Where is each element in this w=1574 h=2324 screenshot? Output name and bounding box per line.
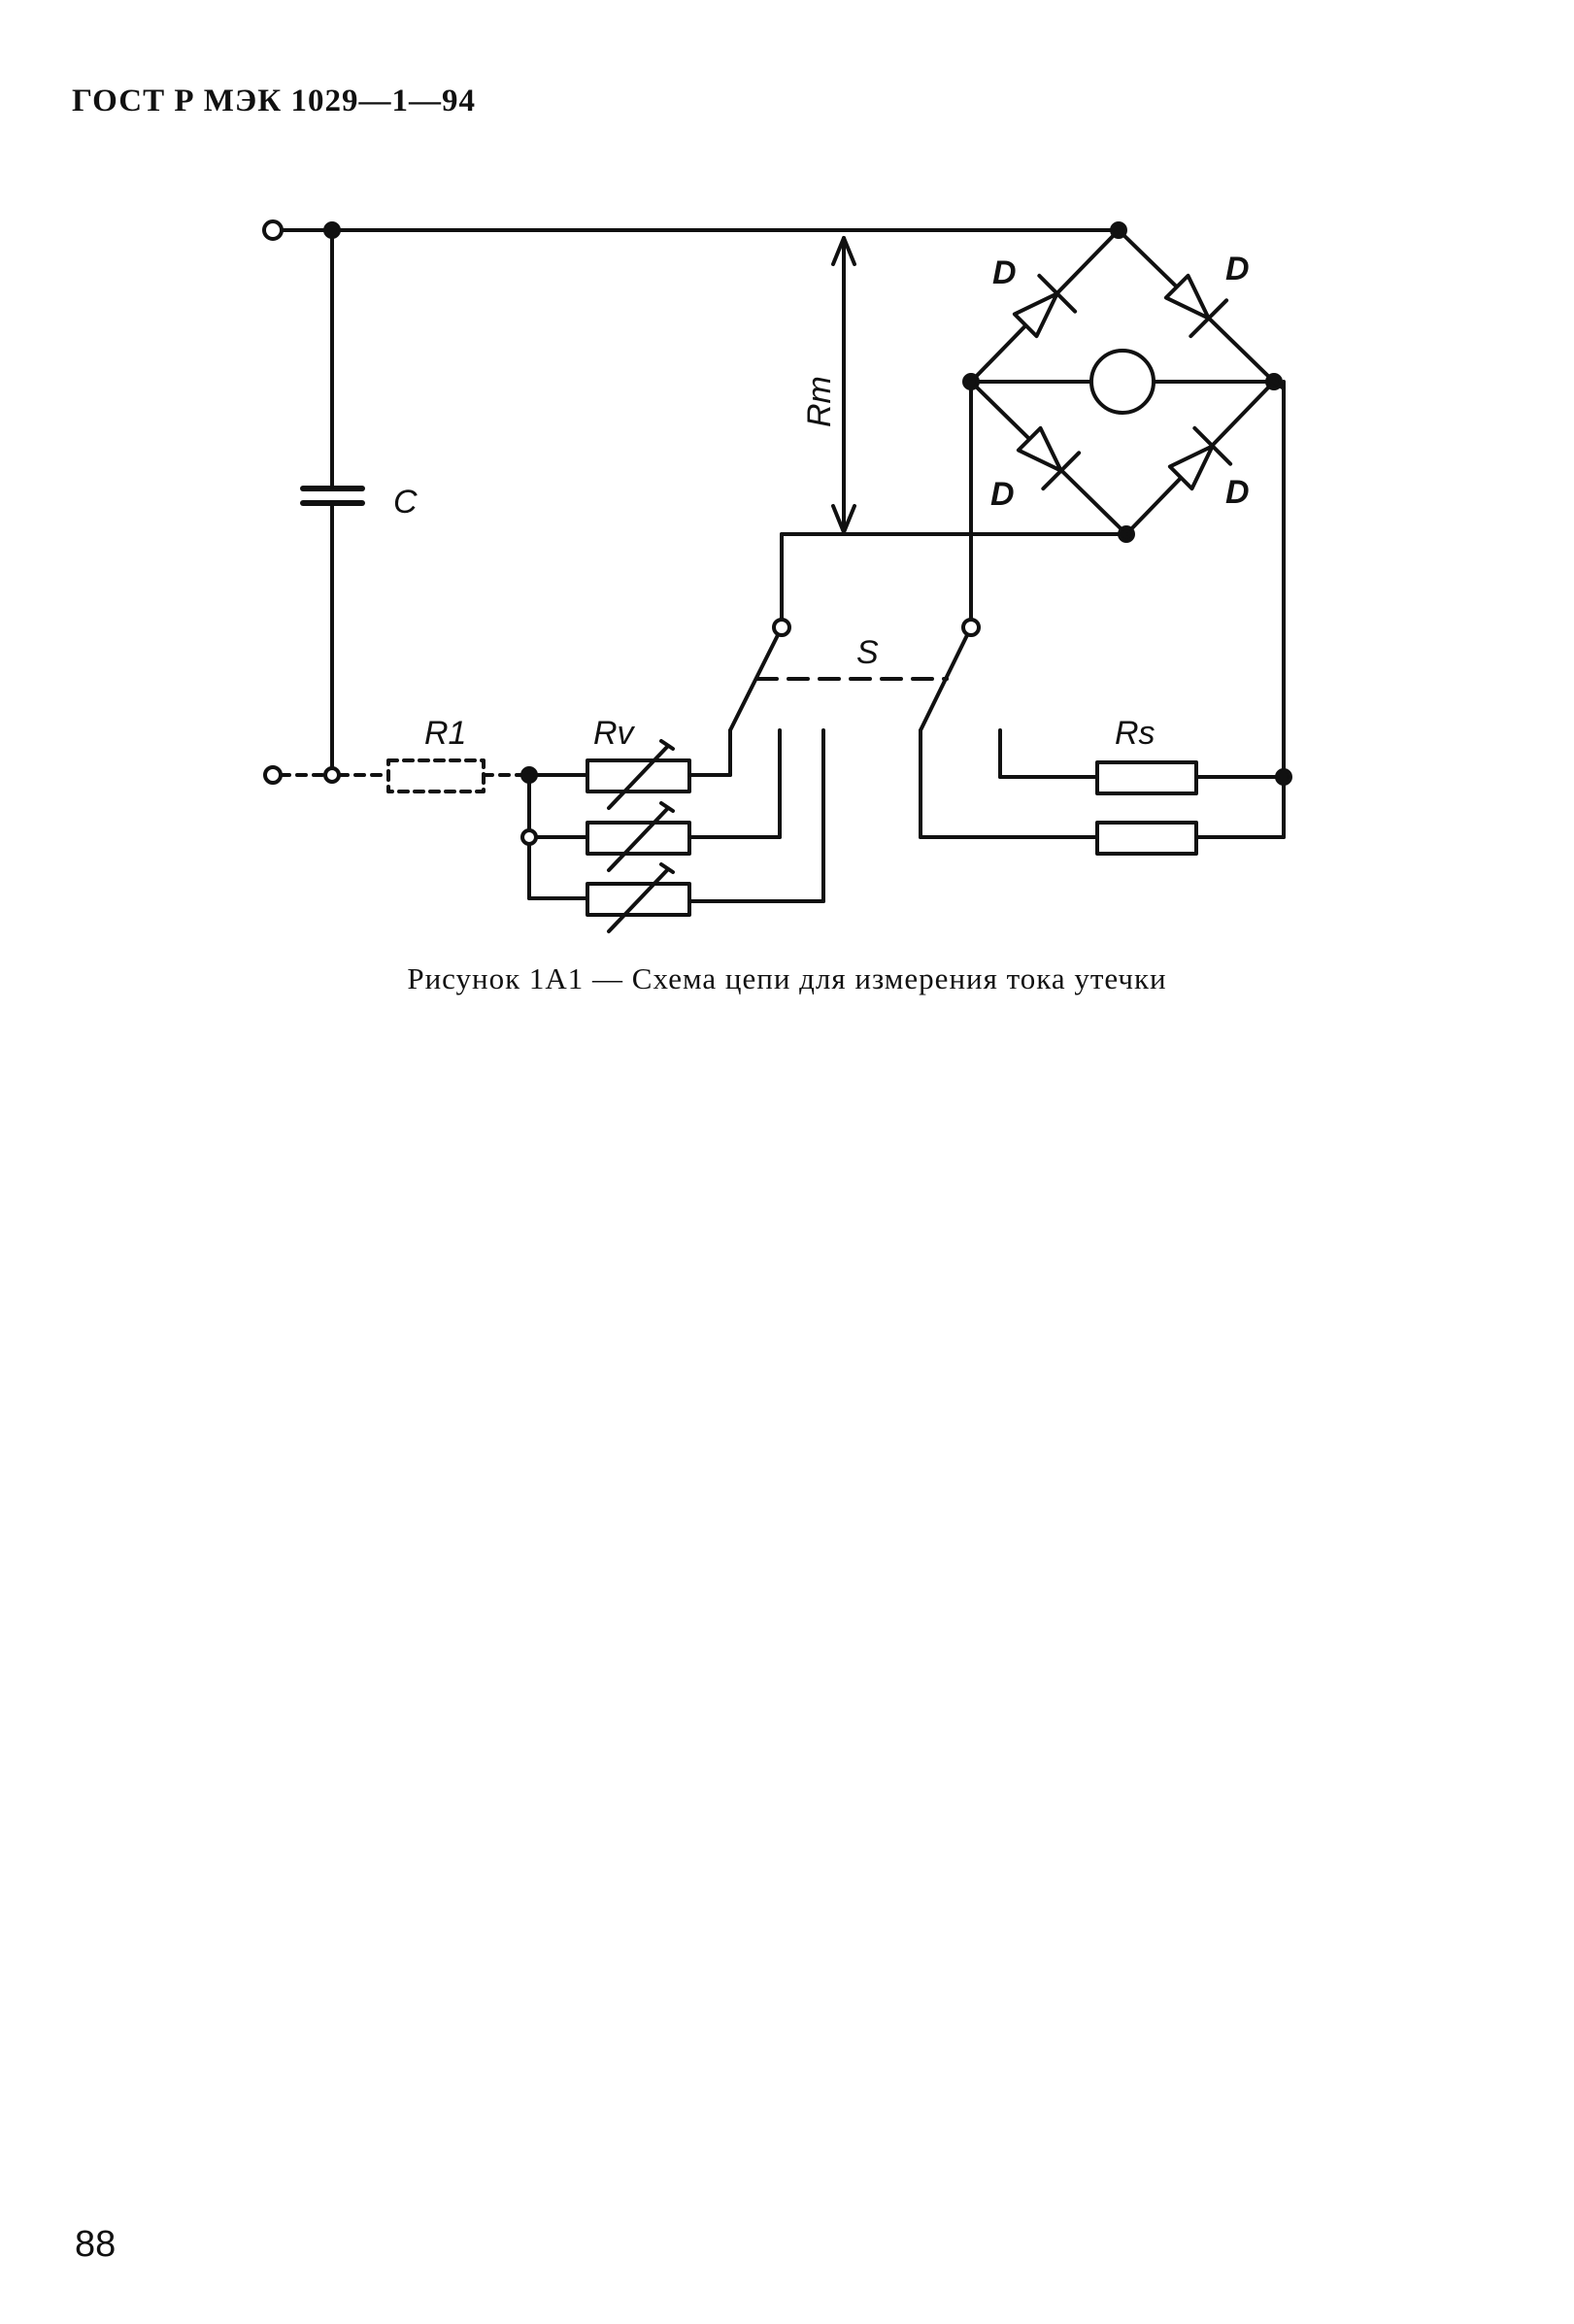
leakage-current-circuit-diagram: C Rm D D D D	[262, 219, 1292, 933]
switch-left-feed	[772, 532, 1128, 637]
page-number: 88	[75, 2224, 117, 2265]
label-r1: R1	[424, 715, 466, 752]
label-d-bottom-left: D	[990, 476, 1015, 513]
document-header: ГОСТ Р МЭК 1029—1—94	[72, 84, 476, 118]
diode-bottom-left	[1016, 425, 1082, 491]
label-d-bottom-right: D	[1225, 474, 1250, 511]
label-s: S	[856, 634, 879, 671]
top-wire	[262, 219, 1127, 241]
rs-resistors	[919, 380, 1292, 856]
switch-s-left-contacts	[728, 728, 825, 903]
label-rs: Rs	[1115, 715, 1155, 752]
diode-top-right	[1163, 273, 1229, 339]
switch-s	[728, 633, 969, 732]
label-c: C	[393, 484, 418, 521]
meter-symbol	[1089, 349, 1155, 415]
diode-top-left	[1012, 273, 1078, 339]
figure-caption: Рисунок 1А1 — Схема цепи для измерения т…	[407, 961, 1167, 995]
label-d-top-left: D	[992, 254, 1017, 291]
input-r1	[263, 758, 538, 793]
capacitor-c	[300, 228, 365, 769]
diode-bottom-right	[1167, 425, 1233, 491]
rv-resistors	[520, 739, 825, 933]
label-rm: Rm	[801, 376, 838, 427]
label-rv: Rv	[593, 715, 636, 752]
label-d-top-right: D	[1225, 251, 1250, 287]
switch-right-feed	[961, 380, 981, 637]
